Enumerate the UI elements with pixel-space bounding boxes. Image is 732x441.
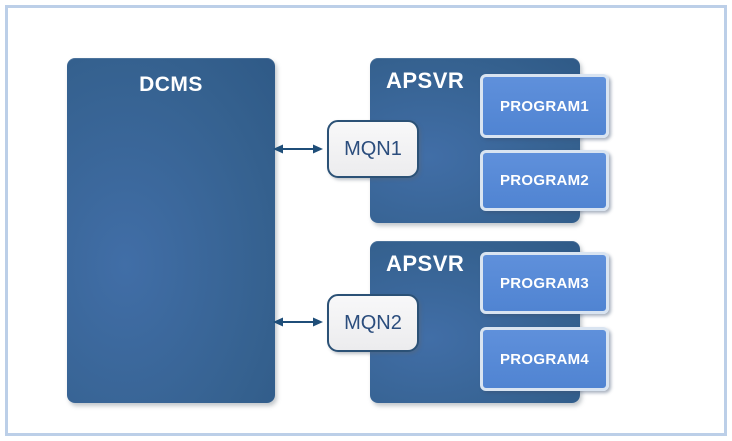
program2-node: PROGRAM2 (480, 150, 609, 211)
mqn1-node: MQN1 (327, 120, 419, 178)
diagram-frame: DCMS APSVR PROGRAM1 PROGRAM2 APSVR (5, 5, 727, 436)
dcms-node: DCMS (67, 58, 275, 403)
bidirectional-arrow-icon (273, 317, 323, 327)
program3-node: PROGRAM3 (480, 252, 609, 314)
arrow-dcms-mqn2 (272, 314, 324, 330)
program4-node: PROGRAM4 (480, 327, 609, 391)
apsvr-1-label: APSVR (386, 68, 465, 93)
program1-node: PROGRAM1 (480, 74, 609, 138)
dcms-label: DCMS (139, 73, 203, 96)
apsvr-2-label: APSVR (386, 251, 465, 276)
bidirectional-arrow-icon (273, 144, 323, 154)
arrow-dcms-mqn1 (272, 141, 324, 157)
mqn2-node: MQN2 (327, 294, 419, 352)
